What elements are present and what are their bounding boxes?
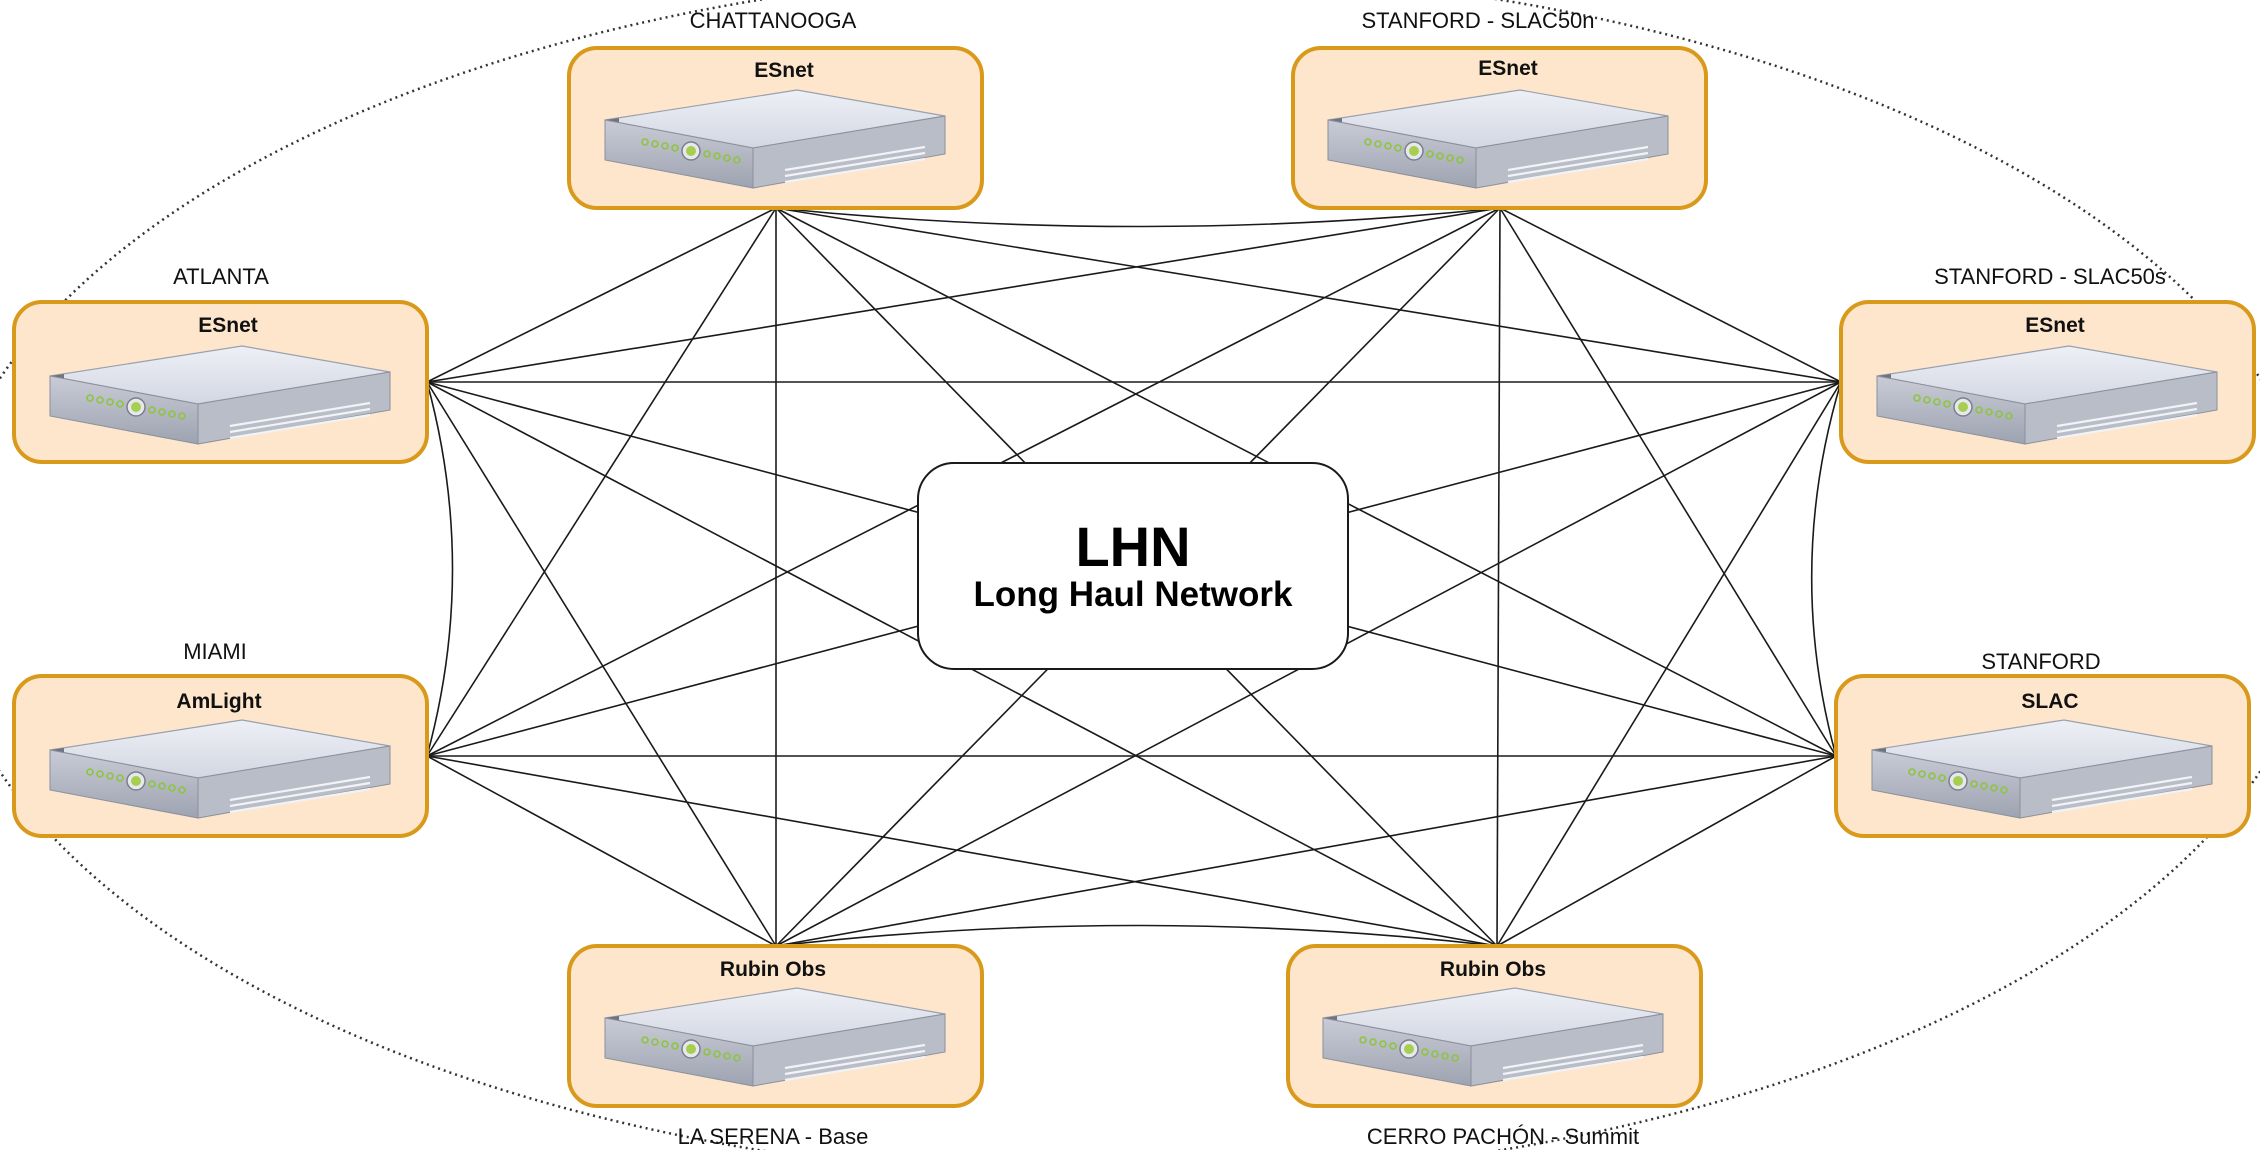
node-slac50n: STANFORD - SLAC50n ESnet [1291,8,1708,210]
node-stanford: STANFORD SLAC [1834,649,2251,838]
site-label: STANFORD [1981,649,2100,674]
provider-label: ESnet [2025,314,2085,337]
link-laserena-cerropachon [775,924,1498,947]
node-atlanta: ATLANTA ESnet [12,264,429,464]
provider-label: SLAC [2021,690,2078,713]
node-cerropachon: Rubin Obs CERRO PACHÓN - Summit [1286,944,1703,1149]
node-laserena: Rubin Obs LA SERENA - Base [567,944,984,1149]
provider-label: AmLight [176,690,261,713]
site-label: LA SERENA - Base [678,1124,869,1149]
provider-label: Rubin Obs [1440,958,1546,981]
link-slac50n-slac50s [1499,207,1842,383]
link-atlanta-laserena [426,381,777,947]
link-slac50s-stanford [1810,381,1842,757]
provider-label: ESnet [754,59,814,82]
node-chattanooga: CHATTANOOGA ESnet [567,8,984,210]
link-slac50s-cerropachon [1496,381,1842,947]
link-chattanooga-atlanta [426,207,777,383]
provider-label: Rubin Obs [720,958,826,981]
site-label: CERRO PACHÓN - Summit [1367,1124,1639,1149]
lhn-hub: LHN Long Haul Network [917,462,1349,670]
site-label: CHATTANOOGA [690,8,857,33]
site-label: STANFORD - SLAC50s [1934,264,2166,289]
hub-title: LHN [1075,515,1190,578]
link-slac50n-stanford [1499,207,1837,757]
link-miami-laserena [426,755,777,947]
site-label: MIAMI [183,639,247,664]
link-chattanooga-slac50n [775,207,1501,228]
link-stanford-laserena [775,755,1837,947]
link-chattanooga-slac50s [775,207,1842,383]
site-label: STANFORD - SLAC50n [1361,8,1594,33]
link-slac50n-atlanta [426,207,1501,383]
link-chattanooga-miami [426,207,777,757]
hub-subtitle: Long Haul Network [974,575,1293,614]
link-miami-cerropachon [426,755,1498,947]
provider-label: ESnet [1478,57,1538,80]
provider-label: ESnet [198,314,258,337]
node-slac50s: STANFORD - SLAC50s ESnet [1839,264,2256,464]
link-stanford-cerropachon [1496,755,1837,947]
node-miami: MIAMI AmLight [12,639,429,838]
site-label: ATLANTA [173,264,269,289]
link-atlanta-miami [426,381,454,757]
link-slac50n-cerropachon [1496,207,1501,947]
